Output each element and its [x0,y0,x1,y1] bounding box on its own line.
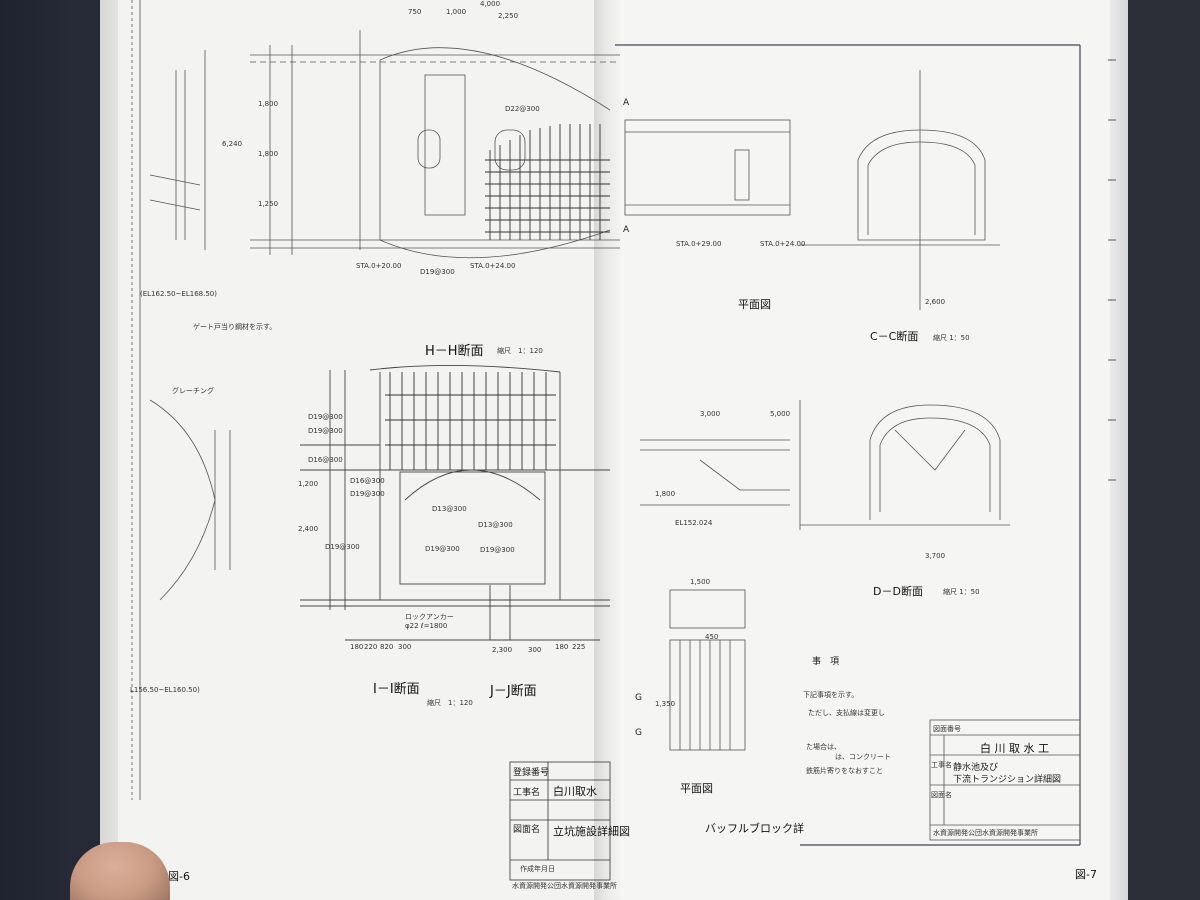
notes-line: 下記事項を示す。 [803,691,859,699]
section-mark-g: G [635,728,642,738]
station-label: STA.0+20.00 [356,262,402,270]
dimension-label: 820 [380,643,394,651]
dimension-label: 3,700 [925,552,946,560]
right-organization: 水資源開発公団水資源開発事業所 [933,829,1038,837]
left-date-label: 作成年月日 [520,865,555,873]
dimension-label: 1,800 [655,490,676,498]
gate-note: ゲート戸当り鋼材を示す。 [193,323,277,331]
right-drawing-label: 図面名 [931,791,952,799]
dimension-label: 1,800 [258,100,279,108]
dd-section-scale: 縮尺 1：50 [943,588,980,596]
rebar-label: D22@300 [505,105,540,113]
dimension-label: 1,800 [258,150,279,158]
dimension-label: 300 [528,646,542,654]
station-label: STA.0+24.00 [470,262,516,270]
rebar-label: D19@300 [325,543,360,551]
notes-line: ただし、支払線は変更し [808,709,885,717]
right-page-number: 図-7 [1075,868,1097,881]
elevation-label: EL152.024 [675,519,713,527]
notes-line: は、コンクリート [835,753,891,761]
left-drawing-name: 立坑施設詳細図 [553,825,630,838]
rebar-label: D19@300 [308,413,343,421]
rebar-label: D19@300 [420,268,455,276]
dimension-label: 1,000 [446,8,467,16]
rebar-label: D19@300 [350,490,385,498]
left-work-name: 白川取水 [553,785,597,798]
thumb [70,842,170,900]
cc-section-title: C－C断面 [870,330,919,343]
hh-section-title: H－H断面 [425,344,484,359]
right-drawing-name-2: 下流トランジション詳細図 [953,775,1062,785]
dd-section-title: D－D断面 [873,585,923,598]
dimension-label: 2,300 [492,646,513,654]
rebar-label: D13@300 [432,505,467,513]
dimension-label: 1,250 [258,200,279,208]
dimension-label: 220 [364,643,378,651]
rock-anchor-label: ロックアンカー [405,613,454,621]
dimension-label: 225 [572,643,586,651]
section-mark-a: A [623,98,630,108]
right-registration-label: 図面番号 [933,725,961,733]
book-spine-shadow [594,0,624,900]
dimension-label: 4,000 [480,0,501,8]
rebar-label: D19@300 [425,545,460,553]
rock-anchor-spec: φ22 ℓ=1800 [405,622,448,630]
ij-section-scale: 縮尺 1：120 [427,699,473,707]
left-registration-label: 登録番号 [513,768,550,778]
el-note-upper: (EL162.50~EL168.50) [140,290,217,298]
plan-title-upper: 平面図 [738,298,771,311]
notes-line: た場合は、 [806,743,841,751]
dimension-label: 5,000 [770,410,791,418]
station-label: STA.0+29.00 [676,240,722,248]
section-mark-g: G [635,693,642,703]
left-organization: 水資源開発公団水資源開発事業所 [512,882,617,890]
rebar-label: D13@300 [478,521,513,529]
left-drawing-label: 図面名 [513,825,541,835]
rebar-label: D19@300 [308,427,343,435]
section-mark-a: A [623,225,630,235]
dimension-label: 1,500 [690,578,711,586]
jj-section-title: J－J断面 [490,684,537,699]
right-drawing-name-1: 静水池及び [953,763,999,773]
dimension-label: 450 [705,633,719,641]
station-label: STA.0+24.00 [760,240,806,248]
plan-title-lower: 平面図 [680,782,713,795]
hh-section-scale: 縮尺 1：120 [497,347,543,355]
dimension-label: 750 [408,8,422,16]
dimension-label: 180 [555,643,569,651]
rebar-label: D19@300 [480,546,515,554]
dimension-label: 300 [398,643,412,651]
baffle-block-title: バッフルブロック詳 [705,822,804,835]
dimension-label: 1,200 [298,480,319,488]
dimension-label: 6,240 [222,140,243,148]
rebar-label: D16@300 [350,477,385,485]
dimension-label: 2,600 [925,298,946,306]
notes-heading: 事 項 [812,657,840,667]
right-page-edge [1110,0,1128,900]
left-work-label: 工事名 [513,788,541,798]
grating-label: グレーチング [172,387,214,395]
rebar-label: D16@300 [308,456,343,464]
notes-line: 鉄筋片寄りをなおすこと [806,767,883,775]
dimension-label: 2,250 [498,12,519,20]
left-page-number: 図-6 [168,870,190,883]
dimension-label: 2,400 [298,525,319,533]
right-work-name: 白 川 取 水 工 [980,742,1049,755]
left-page [118,0,613,900]
right-work-label: 工事名 [931,761,952,769]
el-note-lower: L156.50~EL160.50) [130,686,200,694]
dimension-label: 3,000 [700,410,721,418]
dimension-label: 1,350 [655,700,676,708]
dimension-label: 180 [350,643,364,651]
ii-section-title: I－I断面 [373,682,420,697]
cc-section-scale: 縮尺 1：50 [933,334,970,342]
